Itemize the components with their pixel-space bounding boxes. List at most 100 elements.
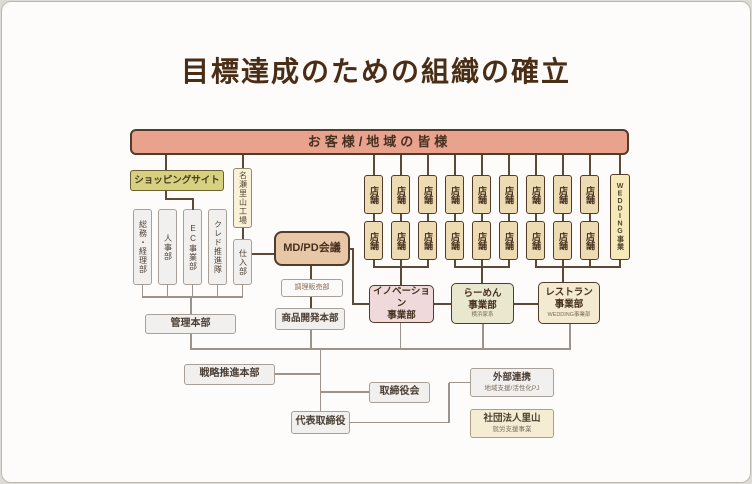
page-title: 目標達成のための組織の確立 — [180, 56, 571, 87]
connector-line — [480, 214, 483, 221]
strategy-hq-box: 戦略推進本部 — [184, 364, 275, 385]
dept-general-affairs: 総務・経理部 — [133, 209, 152, 285]
connector-line — [399, 323, 402, 349]
product-dev-hq-box: 商品開発本部 — [275, 308, 345, 330]
connector-line — [241, 155, 244, 168]
connector-line — [399, 155, 402, 175]
connector-line — [191, 285, 194, 297]
association-box: 社団法人里山 就労支援事業 — [470, 409, 554, 438]
store-box: 店舗 — [553, 221, 572, 260]
connector-line — [352, 247, 354, 305]
connector-line — [320, 391, 369, 393]
connector-line — [310, 297, 312, 308]
connector-line — [372, 155, 375, 175]
store-box: 店舗 — [391, 221, 410, 260]
store-box: 店舗 — [472, 221, 491, 260]
connector-line — [319, 349, 322, 411]
connector-line — [534, 260, 537, 267]
cooking-sales-box: 調理販売部 — [281, 279, 343, 297]
store-box: 店舗 — [526, 175, 545, 214]
connector-line — [310, 330, 312, 350]
connector-line — [453, 214, 456, 221]
connector-line — [448, 382, 450, 423]
admin-hq-box: 管理本部 — [145, 314, 236, 334]
connector-line — [561, 260, 564, 267]
connector-line — [449, 381, 470, 384]
store-box: 店舗 — [418, 175, 437, 214]
factory-box: 名瀬里山工場 — [233, 168, 252, 228]
connector-line — [190, 348, 571, 350]
store-box: 店舗 — [499, 221, 518, 260]
connector-line — [588, 260, 591, 267]
connector-line — [426, 155, 429, 175]
connector-line — [619, 260, 621, 268]
store-box: 店舗 — [472, 175, 491, 214]
dept-hr: 人事部 — [158, 209, 177, 285]
connector-line — [275, 373, 320, 375]
connector-line — [165, 197, 193, 200]
connector-line — [165, 155, 167, 170]
connector-line — [534, 266, 621, 268]
external-partnership-box: 外部連携 地域支援/活性化PJ — [470, 368, 554, 397]
connector-line — [310, 266, 312, 279]
store-box: 店舗 — [418, 221, 437, 260]
purchasing-box: 仕入部 — [233, 239, 252, 285]
connector-line — [480, 267, 483, 283]
store-box: 店舗 — [445, 175, 464, 214]
connector-line — [619, 155, 621, 174]
connector-line — [426, 214, 429, 221]
connector-line — [399, 214, 402, 221]
innovation-division-box: イノベーション 事業部 — [369, 285, 434, 323]
connector-line — [352, 302, 370, 305]
store-box: 店舗 — [553, 175, 572, 214]
ceo-box: 代表取締役 — [291, 411, 350, 434]
connector-line — [480, 260, 483, 267]
connector-line — [507, 260, 510, 267]
connector-line — [372, 214, 375, 221]
board-box: 取締役会 — [369, 382, 430, 403]
connector-line — [141, 296, 244, 298]
connector-line — [399, 267, 402, 285]
store-box: 店舗 — [526, 221, 545, 260]
connector-line — [166, 285, 169, 297]
connector-line — [190, 296, 192, 314]
connector-line — [399, 260, 402, 267]
store-box: 店舗 — [580, 221, 599, 260]
store-box: 店舗 — [499, 175, 518, 214]
connector-line — [252, 252, 274, 255]
connector-line — [453, 260, 456, 267]
store-box: 店舗 — [445, 221, 464, 260]
connector-line — [534, 214, 537, 221]
connector-line — [190, 334, 192, 349]
connector-line — [216, 285, 219, 297]
ramen-division-box: らーめん 事業部 横浜家系 — [451, 283, 514, 324]
mdpd-meeting-box: MD/PD会議 — [274, 231, 350, 266]
connector-line — [434, 302, 451, 305]
connector-line — [350, 421, 449, 424]
connector-line — [482, 324, 484, 349]
connector-line — [426, 260, 429, 267]
connector-line — [141, 285, 144, 297]
connector-line — [507, 214, 510, 221]
dept-ec: EC事業部 — [183, 209, 202, 285]
connector-line — [241, 228, 244, 239]
store-box: 店舗 — [391, 175, 410, 214]
connector-line — [569, 324, 571, 349]
connector-line — [507, 155, 510, 175]
connector-line — [514, 302, 538, 305]
customer-bar: お客様/地域の皆様 — [130, 129, 629, 155]
connector-line — [480, 155, 483, 175]
shopping-site-box: ショッピングサイト — [130, 170, 224, 191]
store-box: 店舗 — [580, 175, 599, 214]
connector-line — [561, 155, 564, 175]
store-box: 店舗 — [364, 221, 383, 260]
connector-line — [191, 197, 194, 210]
connector-line — [561, 214, 564, 221]
connector-line — [588, 155, 591, 175]
connector-line — [372, 260, 375, 267]
restaurant-division-box: レストラン 事業部 WEDDING事業部 — [538, 282, 600, 324]
connector-line — [453, 155, 456, 175]
connector-line — [561, 267, 564, 282]
dept-credo: クレド推進隊 — [208, 209, 227, 285]
